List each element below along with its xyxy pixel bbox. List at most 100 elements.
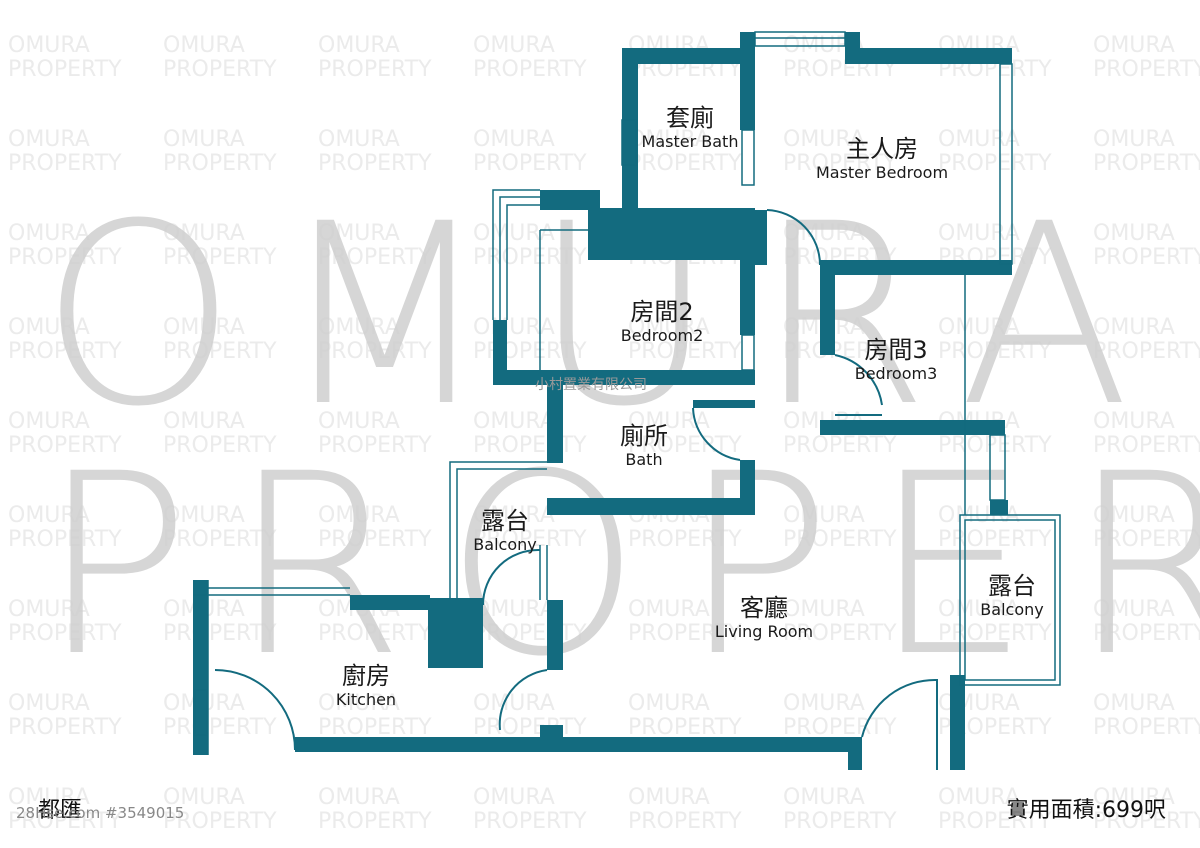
room-living-room: 客廳 Living Room bbox=[715, 594, 813, 642]
watermark-line2: PROPERTY bbox=[8, 339, 122, 364]
room-label-zh: 主人房 bbox=[846, 135, 918, 163]
watermark-line1: OMURA bbox=[628, 691, 710, 716]
watermark-line1: OMURA bbox=[628, 315, 710, 340]
watermark-line1: OMURA bbox=[1093, 315, 1175, 340]
watermark-line1: OMURA bbox=[8, 33, 90, 58]
watermark-line2: PROPERTY bbox=[1093, 57, 1200, 82]
walls bbox=[193, 32, 1012, 770]
room-master-bedroom: 主人房 Master Bedroom bbox=[816, 135, 948, 183]
watermark-line2: PROPERTY bbox=[1093, 621, 1200, 646]
watermark-line1: OMURA bbox=[8, 503, 90, 528]
saleable-area: 實用面積:699呎 bbox=[1006, 798, 1166, 823]
watermark-line1: OMURA bbox=[8, 409, 90, 434]
watermark-line2: PROPERTY bbox=[1093, 245, 1200, 270]
watermark-line1: OMURA bbox=[318, 409, 400, 434]
watermark-line2: PROPERTY bbox=[318, 339, 432, 364]
room-label-en: Bedroom3 bbox=[854, 364, 938, 383]
watermark-line2: PROPERTY bbox=[8, 621, 122, 646]
watermark-line2: PROPERTY bbox=[628, 715, 742, 740]
windows bbox=[193, 31, 1061, 755]
watermark-line2: PROPERTY bbox=[628, 151, 742, 176]
watermark-line2: PROPERTY bbox=[473, 57, 587, 82]
room-label-zh: 露台 bbox=[987, 572, 1036, 600]
watermark-line2: PROPERTY bbox=[8, 245, 122, 270]
watermark-line2: PROPERTY bbox=[1093, 527, 1200, 552]
watermark-line2: PROPERTY bbox=[783, 809, 897, 834]
watermark-line2: PROPERTY bbox=[1093, 809, 1200, 834]
room-label-zh: 客廳 bbox=[740, 594, 788, 622]
room-bedroom2: 房間2 Bedroom2 bbox=[621, 298, 704, 346]
watermark-line2: PROPERTY bbox=[163, 433, 277, 458]
watermark-line2: PROPERTY bbox=[163, 339, 277, 364]
watermark-line2: PROPERTY bbox=[1093, 433, 1200, 458]
watermark-line2: PROPERTY bbox=[318, 809, 432, 834]
room-label-zh: 廁所 bbox=[620, 422, 668, 450]
room-label-zh: 露台 bbox=[480, 507, 529, 535]
watermark-line2: PROPERTY bbox=[473, 621, 587, 646]
room-bedroom3: 房間3 Bedroom3 bbox=[855, 336, 938, 384]
watermark-line2: PROPERTY bbox=[938, 151, 1052, 176]
company-name: 小村置業有限公司 bbox=[535, 377, 647, 393]
room-label-zh: 套廁 bbox=[665, 104, 714, 132]
room-label-zh: 房間2 bbox=[630, 298, 694, 326]
door-swings bbox=[214, 209, 938, 770]
watermark-line2: PROPERTY bbox=[318, 151, 432, 176]
room-label-en: Balcony bbox=[473, 535, 537, 554]
watermark-line1: OMURA bbox=[473, 221, 555, 246]
watermark-line2: PROPERTY bbox=[628, 527, 742, 552]
watermark-line1: OMURA bbox=[1093, 33, 1175, 58]
watermark-line2: PROPERTY bbox=[473, 809, 587, 834]
watermark-line1: OMURA bbox=[318, 691, 400, 716]
watermark-line2: PROPERTY bbox=[8, 57, 122, 82]
watermark-line2: PROPERTY bbox=[783, 433, 897, 458]
watermark-line1: OMURA bbox=[163, 409, 245, 434]
watermark-line2: PROPERTY bbox=[1093, 151, 1200, 176]
watermark-line1: OMURA bbox=[163, 221, 245, 246]
room-label-zh: 廚房 bbox=[341, 662, 390, 690]
watermark-line1: OMURA bbox=[473, 503, 555, 528]
watermark-line1: OMURA bbox=[8, 691, 90, 716]
watermark-line1: OMURA bbox=[1093, 221, 1175, 246]
watermark-line2: PROPERTY bbox=[473, 527, 587, 552]
watermark-line1: OMURA bbox=[783, 785, 865, 810]
watermark-line2: PROPERTY bbox=[163, 151, 277, 176]
watermark-line1: OMURA bbox=[318, 33, 400, 58]
watermark-line1: OMURA bbox=[473, 785, 555, 810]
watermark-line2: PROPERTY bbox=[783, 715, 897, 740]
room-label-en: Kitchen bbox=[335, 690, 397, 709]
watermark-line2: PROPERTY bbox=[163, 57, 277, 82]
watermark-line2: PROPERTY bbox=[163, 527, 277, 552]
estate-name: 都匯 bbox=[38, 798, 83, 823]
room-label-zh: 房間3 bbox=[864, 336, 928, 364]
room-label-en: Master Bedroom bbox=[815, 163, 949, 182]
watermark-line1: OMURA bbox=[783, 691, 865, 716]
watermark-line1: OMURA bbox=[1093, 597, 1175, 622]
watermark-line1: OMURA bbox=[473, 597, 555, 622]
watermark-line1: OMURA bbox=[783, 127, 865, 152]
room-label-en: Balcony bbox=[980, 600, 1044, 619]
watermark-line2: PROPERTY bbox=[8, 433, 122, 458]
